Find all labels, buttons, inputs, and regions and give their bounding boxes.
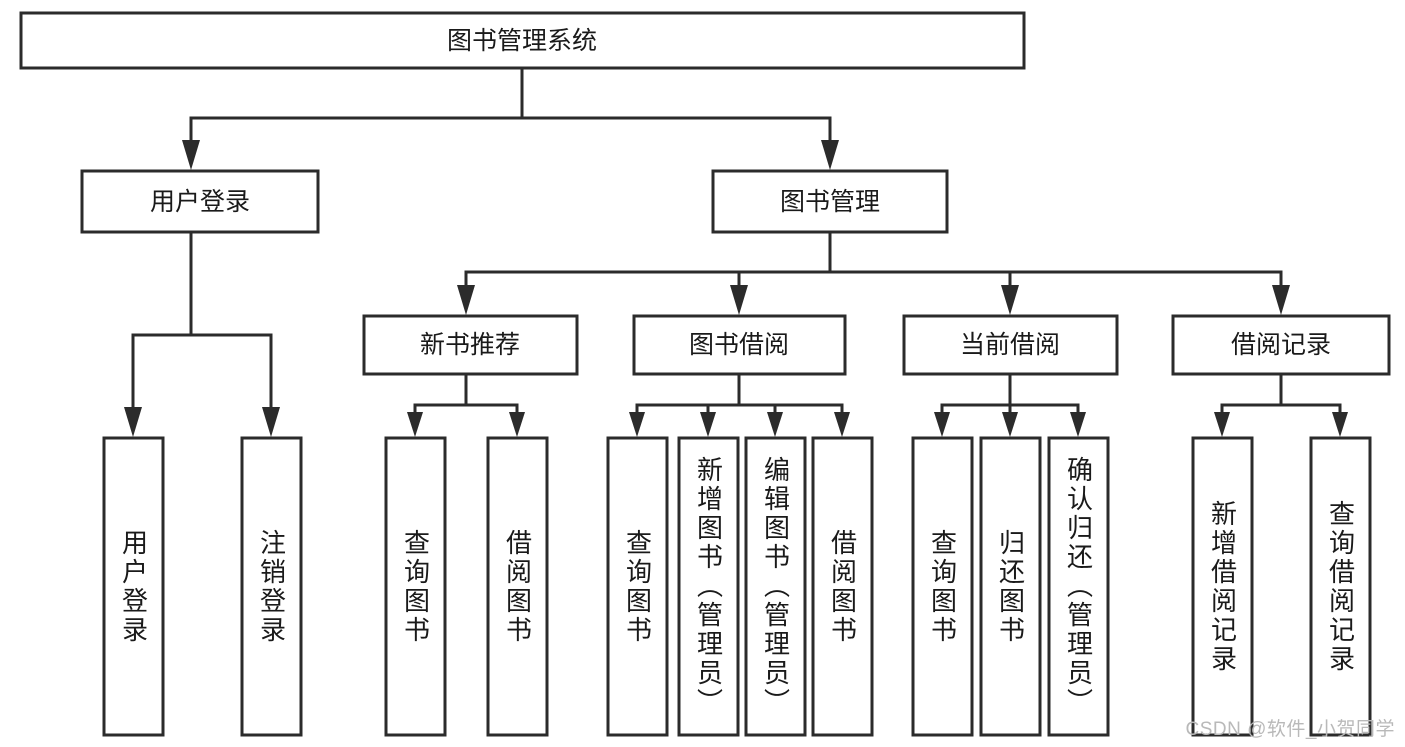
node-borrow-record[interactable]: 借阅记录 — [1171, 314, 1391, 376]
connector-group-borrow-book — [629, 375, 850, 437]
node-root[interactable]: 图书管理系统 — [19, 11, 1026, 70]
node-new-book[interactable]: 新书推荐 — [362, 314, 579, 376]
arrowhead-nb-leaf-1 — [509, 412, 525, 437]
node-borrow-book-label: 图书借阅 — [689, 331, 789, 359]
node-book-manage-label: 图书管理 — [780, 188, 880, 216]
connector-bm-to-current-borrow — [830, 270, 1012, 285]
leaf-box-ul-1[interactable] — [240, 436, 303, 737]
arrowhead-book-manage — [821, 140, 839, 170]
connector-root-to-book-manage — [522, 116, 832, 140]
node-new-book-box[interactable] — [362, 314, 579, 376]
node-user-login[interactable]: 用户登录 — [80, 169, 320, 234]
arrowhead-nb-leaf-0 — [407, 412, 423, 437]
arrowhead-bb-leaf-2 — [767, 412, 783, 437]
leaf-box-bb-2[interactable] — [744, 436, 807, 737]
connector-bm-to-new-book — [464, 232, 832, 285]
connector-bb-leaf-3 — [739, 403, 844, 412]
arrowhead-bb-leaf-3 — [834, 412, 850, 437]
leaf-box-br-0[interactable] — [1191, 436, 1254, 737]
node-new-book-label: 新书推荐 — [420, 331, 520, 359]
node-root-box[interactable] — [19, 11, 1026, 70]
node-root-label: 图书管理系统 — [447, 27, 597, 55]
leaf-box-br-1[interactable] — [1309, 436, 1372, 737]
leaf-box-bb-0[interactable] — [606, 436, 669, 737]
connector-ul-leaf-0 — [131, 232, 193, 407]
leaf-box-bb-3[interactable] — [811, 436, 874, 737]
connector-br-leaf-1 — [1281, 403, 1342, 412]
connector-group-current-borrow — [934, 375, 1086, 437]
leaf-box-nb-1[interactable] — [486, 436, 549, 737]
node-borrow-record-box[interactable] — [1171, 314, 1391, 376]
leaf-box-nb-0[interactable] — [384, 436, 447, 737]
connector-bb-leaf-0 — [635, 375, 741, 412]
arrowhead-borrow-record — [1272, 285, 1290, 315]
node-current-borrow-label: 当前借阅 — [960, 331, 1060, 359]
node-book-manage[interactable]: 图书管理 — [711, 169, 949, 234]
arrowhead-cb-leaf-1 — [1002, 412, 1018, 437]
arrowhead-borrow-book — [730, 285, 748, 315]
node-current-borrow-box[interactable] — [902, 314, 1119, 376]
connector-bm-to-borrow-book — [737, 270, 830, 285]
leaf-boxes-user-login — [102, 436, 303, 737]
node-borrow-book[interactable]: 图书借阅 — [632, 314, 847, 376]
connector-group-borrow-record — [1214, 375, 1348, 437]
leaf-box-ul-0[interactable] — [102, 436, 165, 737]
connector-group-user-login — [124, 232, 280, 437]
leaf-boxes-borrow-record — [1191, 436, 1372, 737]
leaf-boxes-current-borrow — [911, 436, 1110, 737]
arrowhead-br-leaf-1 — [1332, 412, 1348, 437]
leaf-boxes-borrow-book — [606, 436, 874, 737]
connector-root-to-user-login — [189, 68, 524, 140]
connector-br-leaf-0 — [1220, 375, 1283, 412]
arrowhead-ul-leaf-1 — [262, 407, 280, 437]
arrowhead-new-book — [457, 285, 475, 315]
arrowhead-bb-leaf-0 — [629, 412, 645, 437]
arrowhead-ul-leaf-0 — [124, 407, 142, 437]
connector-bb-leaf-1 — [706, 403, 739, 412]
csdn-watermark: CSDN @软件_小贺同学 — [1185, 719, 1395, 740]
leaf-box-bb-1[interactable] — [677, 436, 740, 737]
connector-group-new-book — [407, 375, 525, 437]
arrowhead-bb-leaf-1 — [700, 412, 716, 437]
leaf-box-cb-0[interactable] — [911, 436, 974, 737]
leaf-box-cb-1[interactable] — [979, 436, 1042, 737]
connector-group-root — [182, 68, 839, 170]
connector-group-book-manage — [457, 232, 1290, 315]
node-borrow-record-label: 借阅记录 — [1231, 331, 1331, 359]
leaf-boxes-new-book — [384, 436, 549, 737]
node-user-login-label: 用户登录 — [150, 188, 250, 216]
connector-nb-leaf-0 — [413, 375, 468, 412]
arrowhead-current-borrow — [1001, 285, 1019, 315]
node-book-manage-box[interactable] — [711, 169, 949, 234]
arrowhead-cb-leaf-0 — [934, 412, 950, 437]
arrowhead-user-login — [182, 140, 200, 170]
connector-nb-leaf-1 — [466, 403, 519, 412]
connector-cb-leaf-0 — [940, 375, 1012, 412]
connector-cb-leaf-2 — [1010, 403, 1080, 412]
node-current-borrow[interactable]: 当前借阅 — [902, 314, 1119, 376]
arrowhead-br-leaf-0 — [1214, 412, 1230, 437]
connector-ul-leaf-1 — [191, 333, 273, 407]
connector-bm-to-borrow-record — [830, 270, 1283, 285]
leaf-box-cb-2[interactable] — [1047, 436, 1110, 737]
node-borrow-book-box[interactable] — [632, 314, 847, 376]
arrowhead-cb-leaf-2 — [1070, 412, 1086, 437]
node-user-login-box[interactable] — [80, 169, 320, 234]
